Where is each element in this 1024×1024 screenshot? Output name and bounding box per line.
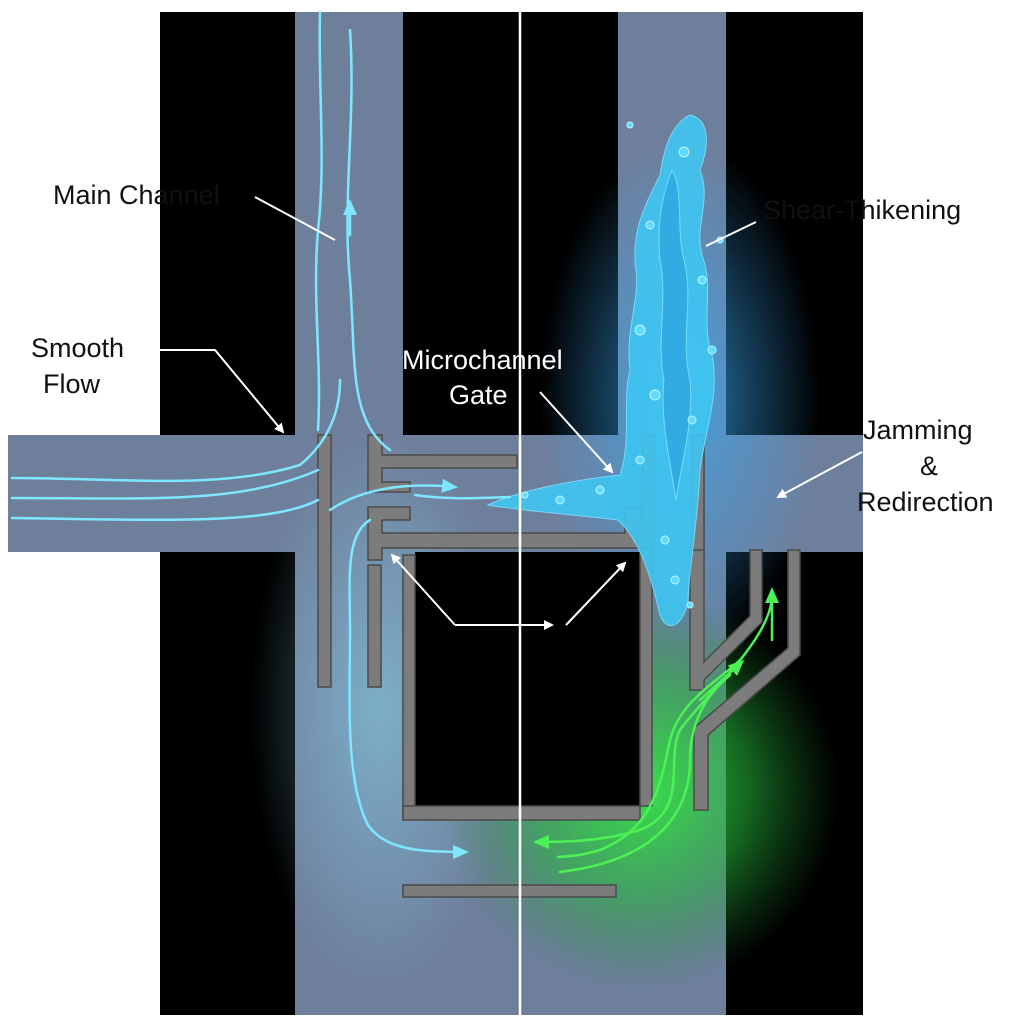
label-jamming: Jamming [863, 415, 973, 445]
wall-bottom-plate [402, 884, 617, 898]
leader-gate-right [565, 561, 627, 626]
wall-chamber-bottom [402, 805, 641, 821]
droplet [626, 121, 634, 129]
wall-chamber-left [402, 554, 416, 818]
droplet [707, 345, 717, 355]
leader-jamming [776, 451, 863, 498]
streamline-horizontal-1 [10, 378, 342, 483]
streamline-main-2 [346, 28, 392, 452]
label-microchannel-gate-line1: Microchannel [402, 345, 563, 375]
streamline-gate-2 [413, 493, 512, 500]
annotation-leaders [160, 196, 863, 630]
label-smooth-flow-line2: Flow [43, 369, 101, 399]
streamline-horizontal-2 [10, 468, 320, 500]
label-shear-thickening: Shear-Thikening [763, 195, 961, 225]
leader-gate [539, 391, 614, 474]
droplet [678, 146, 690, 158]
redirected-flow-lines [533, 587, 779, 874]
shear-thickening-fluid [486, 114, 715, 627]
droplet [635, 455, 645, 465]
inner-block [415, 552, 640, 810]
droplet [660, 535, 670, 545]
green-line-3 [558, 673, 732, 874]
streamline-horizontal-3 [10, 498, 320, 522]
gate-upper [367, 434, 518, 493]
label-redirection: Redirection [857, 487, 994, 517]
smooth-flow-streamlines [10, 10, 512, 859]
droplet [595, 485, 605, 495]
leader-main-channel [254, 196, 336, 241]
droplet [521, 491, 529, 499]
green-line-2 [556, 658, 742, 859]
wall-left-short [367, 564, 382, 688]
fluid-inner [658, 168, 692, 501]
wall-branch-inner [689, 549, 763, 691]
wall-left-tall [317, 434, 332, 688]
fluid-droplets [521, 121, 724, 609]
droplet [649, 389, 661, 401]
droplet [670, 575, 680, 585]
droplet [555, 495, 565, 505]
streamline-bypass [348, 518, 469, 859]
label-ampersand: & [920, 451, 938, 481]
streamline-gate-1 [328, 478, 458, 512]
droplet [634, 324, 646, 336]
droplet [686, 601, 694, 609]
droplet [645, 220, 655, 230]
label-main-channel: Main Channel [53, 180, 220, 210]
leader-gate-left [390, 553, 456, 626]
green-line-5 [698, 659, 745, 702]
fluid-plume [486, 114, 715, 627]
leader-smooth-flow [160, 349, 285, 434]
droplet [697, 275, 707, 285]
wall-branch-outer [693, 549, 801, 811]
label-smooth-flow-line1: Smooth [31, 333, 124, 363]
wall-chamber-right [639, 547, 653, 807]
leader-shear [705, 221, 757, 247]
droplet [687, 415, 697, 425]
label-microchannel-gate-line2: Gate [449, 380, 508, 410]
